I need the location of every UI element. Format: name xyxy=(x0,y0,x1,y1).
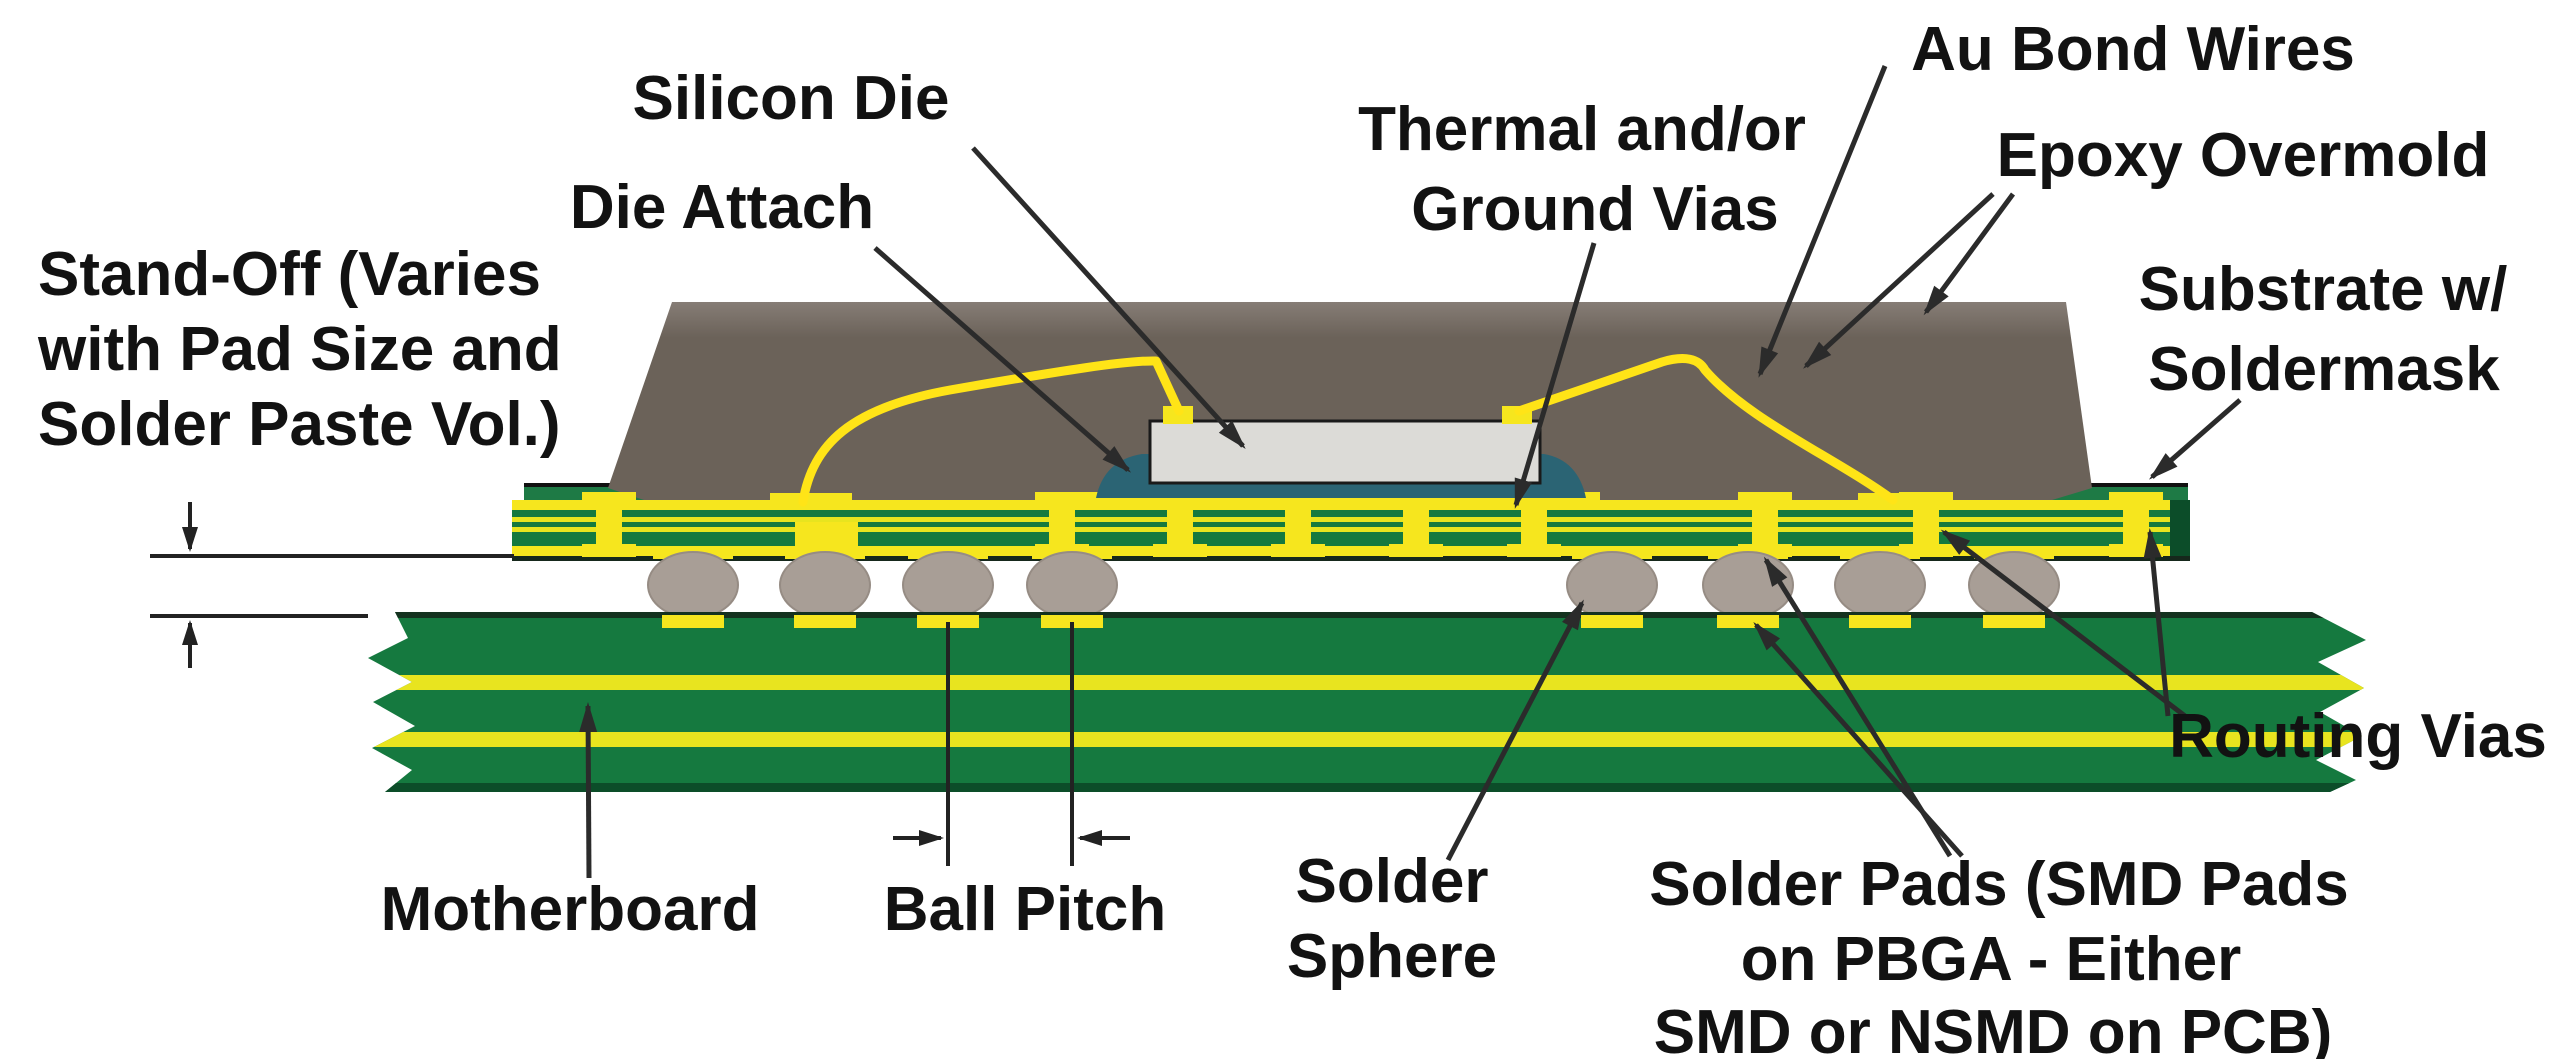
die-attach-arrow xyxy=(873,246,1132,473)
label-silicon-die: Silicon Die xyxy=(633,64,950,133)
solder-sphere xyxy=(902,551,994,619)
silicon-die-arrow xyxy=(971,146,1246,449)
label-routing-vias: Routing Vias xyxy=(2169,702,2547,771)
label-thermal-line1: Thermal and/or xyxy=(1358,95,1806,164)
motherboard-plane-1 xyxy=(368,675,2366,690)
substrate-bottom-copper xyxy=(512,546,2190,556)
solder-sphere xyxy=(1834,551,1926,619)
motherboard-pad xyxy=(662,615,724,628)
label-substrate-line1: Substrate w/ xyxy=(2139,255,2508,324)
label-solder-sphere-line2: Sphere xyxy=(1287,922,1497,991)
silicon-die-shape xyxy=(1148,419,1542,485)
substrate-bottom-edge xyxy=(512,556,2190,561)
motherboard-bottom-shade xyxy=(368,783,2366,792)
via-bottom-cap xyxy=(1507,544,1561,557)
substrate-inner-trace-1 xyxy=(512,517,2190,522)
motherboard-ball-pads xyxy=(662,615,2045,628)
via-bottom-cap xyxy=(582,544,636,557)
ball-pitch-dimension xyxy=(893,622,1130,866)
motherboard-pad xyxy=(1717,615,1779,628)
motherboard-shape xyxy=(368,612,2366,792)
via-bottom-cap xyxy=(1389,544,1443,557)
wirebond-pad-left xyxy=(770,493,852,510)
label-solder-pads-line2: on PBGA - Either xyxy=(1741,925,2242,994)
solder-sphere xyxy=(779,551,871,619)
epoxy-overmold-arrow-1 xyxy=(1803,192,1995,369)
bond-wire-right xyxy=(1514,354,1898,505)
motherboard-pad xyxy=(1041,615,1103,628)
substrate-right-end xyxy=(2170,500,2190,556)
via-top-cap xyxy=(2109,492,2163,505)
via-bottom-cap xyxy=(1271,544,1325,557)
label-solder-pads-line3: SMD or NSMD on PCB) xyxy=(1654,998,2333,1059)
routing-vias-arrow-1 xyxy=(1940,529,2187,718)
motherboard-pad xyxy=(1581,615,1643,628)
via-top-cap xyxy=(582,492,636,505)
label-motherboard: Motherboard xyxy=(381,875,760,944)
substrate-soldermask-arrow xyxy=(2148,398,2242,480)
motherboard-plane-2 xyxy=(368,732,2366,747)
solder-spheres xyxy=(647,551,2060,619)
label-stand-off-line3: Solder Paste Vol.) xyxy=(38,390,561,459)
au-bond-wires-arrow xyxy=(1757,65,1888,378)
motherboard-pad xyxy=(917,615,979,628)
label-epoxy-overmold: Epoxy Overmold xyxy=(1997,121,2490,190)
label-solder-sphere-line1: Solder xyxy=(1296,847,1489,916)
solder-sphere-arrow xyxy=(1445,599,1585,862)
motherboard-arrow xyxy=(579,702,598,879)
epoxy-overmold-arrow-2 xyxy=(1923,192,2016,316)
bond-wire-left xyxy=(798,356,1184,507)
solder-pads-arrow-2 xyxy=(1753,622,1964,858)
via-top-cap xyxy=(1738,492,1792,505)
routing-vias-arrow-2 xyxy=(2143,528,2171,717)
via-bottom-cap xyxy=(1153,544,1207,557)
wirebond-pad-right xyxy=(1858,493,1938,510)
label-ball-pitch: Ball Pitch xyxy=(884,875,1167,944)
labels: Stand-Off (Varies with Pad Size and Sold… xyxy=(37,15,2547,1059)
motherboard-pad xyxy=(1983,615,2045,628)
motherboard-pad xyxy=(1849,615,1911,628)
standoff-dimension xyxy=(150,502,514,668)
solder-sphere xyxy=(647,551,739,619)
motherboard-top-edge xyxy=(368,612,2366,618)
epoxy-overmold-shape xyxy=(608,302,2092,500)
label-stand-off-line1: Stand-Off (Varies xyxy=(38,240,541,309)
via-bottom-cap xyxy=(2109,544,2163,557)
thermal-vias-arrow xyxy=(1513,242,1597,509)
substrate-inner-trace-2 xyxy=(512,527,2190,532)
label-au-bond-wires: Au Bond Wires xyxy=(1911,15,2355,84)
label-thermal-line2: Ground Vias xyxy=(1411,175,1779,244)
substrate-body xyxy=(512,492,2190,561)
callout-arrows xyxy=(579,65,2242,879)
solder-sphere xyxy=(1026,551,1118,619)
label-substrate-line2: Soldermask xyxy=(2148,335,2500,404)
label-die-attach: Die Attach xyxy=(570,173,874,242)
label-solder-pads-line1: Solder Pads (SMD Pads xyxy=(1649,850,2348,919)
label-stand-off-line2: with Pad Size and xyxy=(37,315,562,384)
motherboard-pad xyxy=(794,615,856,628)
